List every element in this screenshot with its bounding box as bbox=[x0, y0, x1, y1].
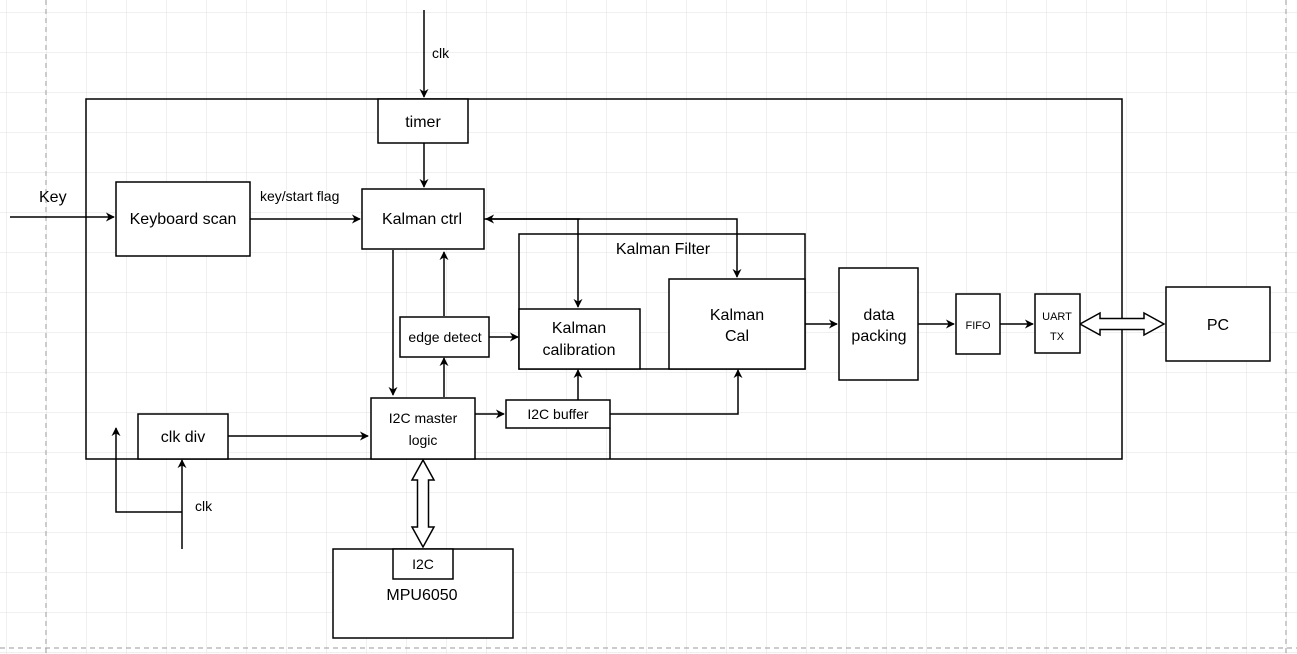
kalman-cal-label-line2: Cal bbox=[725, 328, 749, 345]
kalman-ctrl-block: Kalman ctrl bbox=[361, 188, 485, 250]
pc-label: PC bbox=[1207, 317, 1229, 334]
timer-block: timer bbox=[377, 98, 469, 144]
kalman-calibration-label-line1: Kalman bbox=[552, 320, 606, 337]
uart-tx-label-line2: TX bbox=[1050, 331, 1065, 343]
clk-top-label: clk bbox=[432, 45, 450, 61]
timer-label: timer bbox=[405, 114, 441, 131]
fifo-label: FIFO bbox=[965, 320, 990, 332]
uart-pc-bus-arrow bbox=[1078, 311, 1166, 337]
i2c-port-label: I2C bbox=[412, 556, 434, 572]
wire-buffer-to-kalman-cal bbox=[610, 369, 743, 415]
uart-tx-block: UART TX bbox=[1034, 293, 1081, 354]
wire-clk-loop bbox=[111, 427, 182, 513]
i2c-buffer-label: I2C buffer bbox=[527, 406, 589, 422]
i2c-master-label-line1: I2C master bbox=[389, 410, 458, 426]
keyboard-scan-label: Keyboard scan bbox=[130, 211, 237, 228]
mpu6050-label: MPU6050 bbox=[386, 587, 457, 604]
kalman-calibration-block: Kalman calibration bbox=[518, 308, 641, 370]
data-packing-label-line2: packing bbox=[851, 328, 906, 345]
pc-block: PC bbox=[1165, 286, 1271, 362]
edge-detect-label: edge detect bbox=[408, 329, 481, 345]
clk-div-label: clk div bbox=[161, 429, 205, 446]
fifo-block: FIFO bbox=[955, 293, 1001, 355]
data-packing-block: data packing bbox=[838, 267, 919, 381]
uart-tx-label-line1: UART bbox=[1042, 311, 1072, 323]
i2c-bus-arrow bbox=[410, 458, 436, 549]
kalman-cal-block: Kalman Cal bbox=[668, 278, 806, 370]
i2c-buffer-block: I2C buffer bbox=[505, 399, 611, 429]
kalman-ctrl-label: Kalman ctrl bbox=[382, 211, 462, 228]
data-packing-label-line1: data bbox=[863, 307, 894, 324]
system-frame bbox=[85, 98, 1123, 460]
kalman-cal-label-line1: Kalman bbox=[710, 307, 764, 324]
kalman-calibration-label-line2: calibration bbox=[543, 342, 616, 359]
edge-detect-block: edge detect bbox=[399, 316, 490, 358]
i2c-master-block: I2C master logic bbox=[370, 397, 476, 460]
clk-div-block: clk div bbox=[137, 413, 229, 460]
keyboard-scan-block: Keyboard scan bbox=[115, 181, 251, 257]
clk-bottom-label: clk bbox=[195, 498, 213, 514]
i2c-master-label-line2: logic bbox=[409, 432, 438, 448]
kalman-filter-label: Kalman Filter bbox=[616, 241, 711, 258]
mpu6050-block: I2C MPU6050 bbox=[332, 548, 514, 639]
key-start-flag-label: key/start flag bbox=[260, 188, 339, 204]
i2c-port bbox=[392, 548, 454, 580]
key-label: Key bbox=[39, 189, 67, 206]
